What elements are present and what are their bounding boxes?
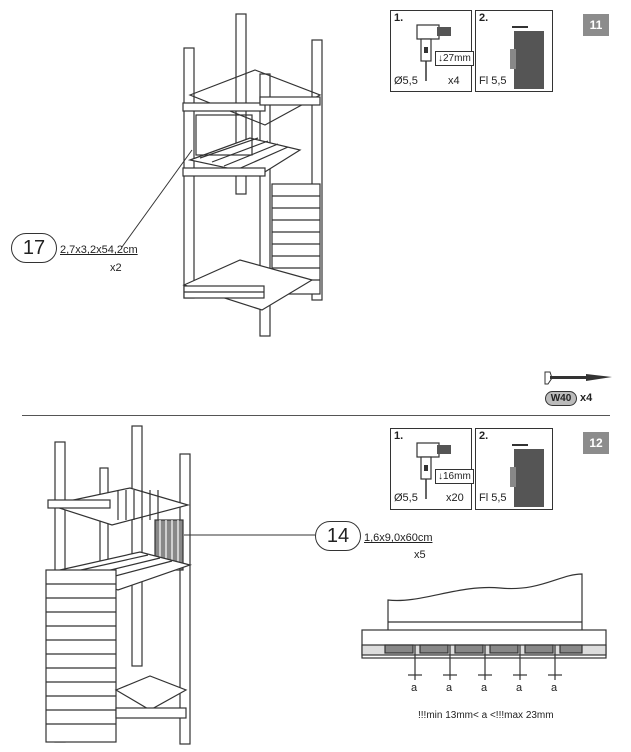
plank-spacing-diagram	[361, 573, 607, 680]
part-number-callout: 17	[11, 233, 57, 263]
drill-depth: ↓27mm	[435, 51, 474, 66]
drill-instruction-box: 1. ↓27mm Ø5,5 x4	[390, 10, 474, 92]
step-number-badge: 12	[583, 432, 609, 454]
part-dimension: 1,6x9,0x60cm	[364, 532, 433, 544]
countersink-icon	[510, 26, 544, 89]
screw-icon	[544, 371, 612, 385]
part-dimension: 2,7x3,2x54,2cm	[60, 244, 138, 256]
countersink-instruction-box: 2. Fl 5,5	[475, 428, 553, 510]
gap-label: a	[516, 682, 523, 694]
drill-depth: ↓16mm	[435, 469, 474, 484]
screw-code-badge: W40	[545, 391, 577, 406]
screw-quantity: x4	[580, 392, 593, 404]
part-quantity: x2	[110, 262, 122, 274]
drill-quantity: x20	[446, 492, 464, 504]
drill-diameter: Ø5,5	[394, 75, 418, 87]
countersink-size: Fl 5,5	[479, 492, 507, 504]
tool-step-number: 2.	[479, 12, 489, 24]
tool-step-number: 1.	[394, 430, 404, 442]
gap-label: a	[481, 682, 488, 694]
countersink-size: Fl 5,5	[479, 75, 507, 87]
drill-depth-value: 16mm	[443, 471, 471, 482]
step-number-badge: 11	[583, 14, 609, 36]
part-number-callout: 14	[315, 521, 361, 551]
gap-label: a	[551, 682, 558, 694]
section-divider	[22, 415, 610, 416]
drill-depth-value: 27mm	[443, 53, 471, 64]
drill-quantity: x4	[448, 75, 460, 87]
part-quantity: x5	[414, 549, 426, 561]
gap-spacing-note: !!!min 13mm< a <!!!max 23mm	[418, 710, 554, 721]
drill-icon	[416, 442, 451, 499]
drill-instruction-box: 1. ↓16mm Ø5,5 x20	[390, 428, 474, 510]
countersink-instruction-box: 2. Fl 5,5	[475, 10, 553, 92]
tool-step-number: 2.	[479, 430, 489, 442]
tower-assembly-step11	[121, 13, 612, 385]
drill-diameter: Ø5,5	[394, 492, 418, 504]
gap-label: a	[411, 682, 418, 694]
tool-step-number: 1.	[394, 12, 404, 24]
drill-icon	[416, 24, 451, 81]
gap-label: a	[446, 682, 453, 694]
countersink-icon	[510, 444, 544, 507]
